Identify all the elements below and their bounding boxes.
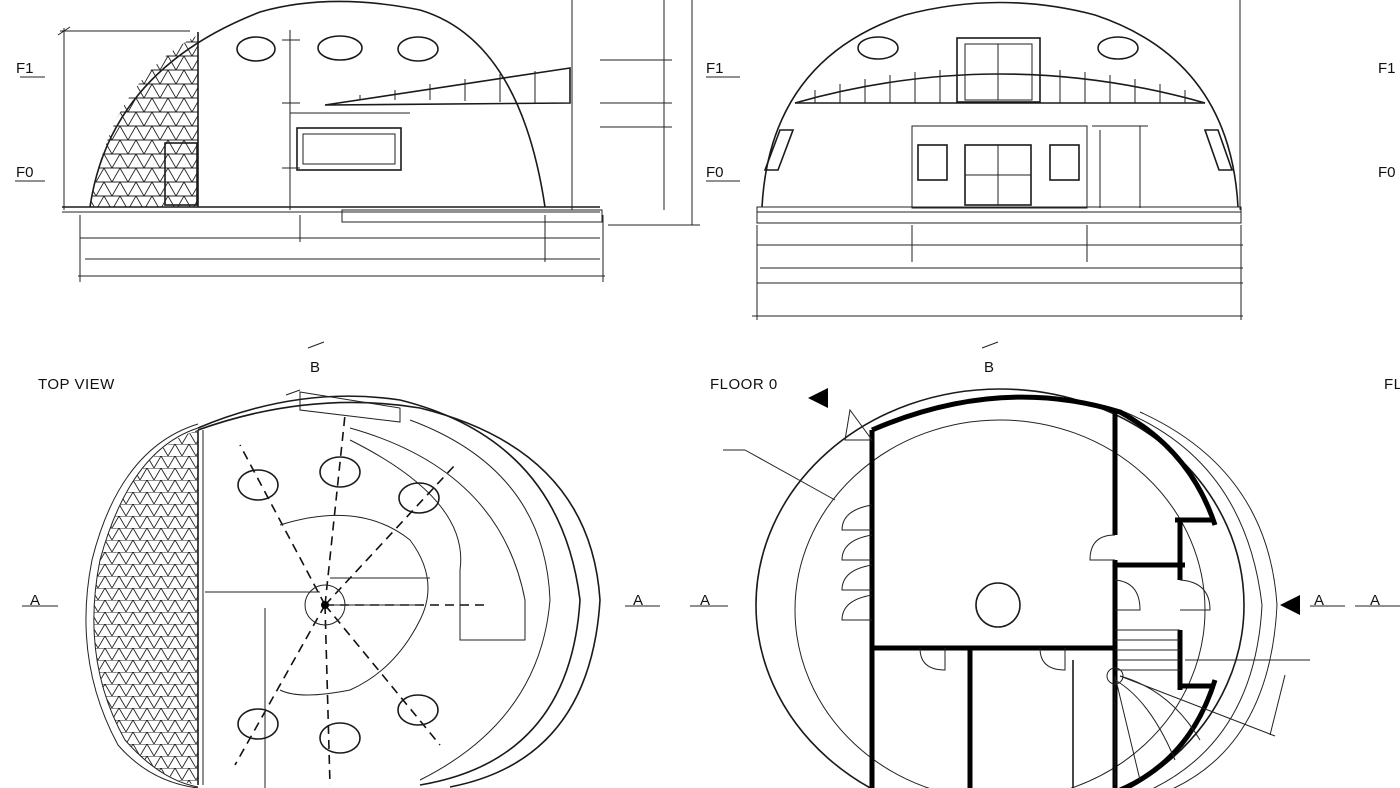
skylight-opening — [319, 456, 361, 488]
skylight-opening — [237, 469, 279, 501]
level-label-f0: F0 — [1378, 164, 1396, 181]
spiral-stair — [1106, 629, 1201, 785]
porthole-window — [397, 36, 439, 62]
section-arrow — [1280, 595, 1300, 615]
geodesic-lattice-top — [93, 430, 198, 785]
section-marker-b: B — [310, 359, 320, 376]
window — [1049, 144, 1080, 181]
window — [917, 144, 948, 181]
section-marker-a: A — [30, 592, 40, 609]
side-elevation — [15, 0, 700, 282]
geodesic-lattice-left — [90, 35, 198, 207]
porthole-window — [317, 35, 363, 61]
section-arrow — [808, 388, 828, 408]
side-window — [296, 127, 402, 171]
view-title-floor: FL — [1384, 376, 1400, 393]
level-label-f1: F1 — [16, 60, 34, 77]
side-door — [164, 142, 198, 206]
skylight-strip — [324, 67, 571, 106]
porthole-window — [857, 36, 899, 60]
section-marker-a: A — [1370, 592, 1380, 609]
level-label-f1: F1 — [706, 60, 724, 77]
porthole-window — [1097, 36, 1139, 60]
section-marker-b: B — [984, 359, 994, 376]
level-label-f1: F1 — [1378, 60, 1396, 77]
side-skylight — [1203, 129, 1234, 171]
base-plinth — [756, 206, 1242, 224]
level-label-f0: F0 — [16, 164, 34, 181]
view-title-top-view: TOP VIEW — [38, 376, 115, 393]
skylight-opening — [398, 482, 440, 514]
front-elevation — [706, 0, 1243, 320]
skylight-opening — [397, 694, 439, 726]
side-skylight — [763, 129, 795, 171]
floor-0-plan — [690, 388, 1400, 788]
top-view-plan — [22, 389, 660, 788]
upper-door — [956, 37, 1041, 103]
base-plinth — [341, 209, 603, 223]
skylight-opening — [237, 708, 279, 740]
view-title-floor-0: FLOOR 0 — [710, 376, 778, 393]
level-label-f0: F0 — [706, 164, 724, 181]
section-marker-a: A — [700, 592, 710, 609]
section-marker-a: A — [633, 592, 643, 609]
skylight-opening — [319, 722, 361, 754]
central-column — [975, 582, 1021, 628]
porthole-window — [236, 36, 276, 62]
section-marker-a: A — [1314, 592, 1324, 609]
